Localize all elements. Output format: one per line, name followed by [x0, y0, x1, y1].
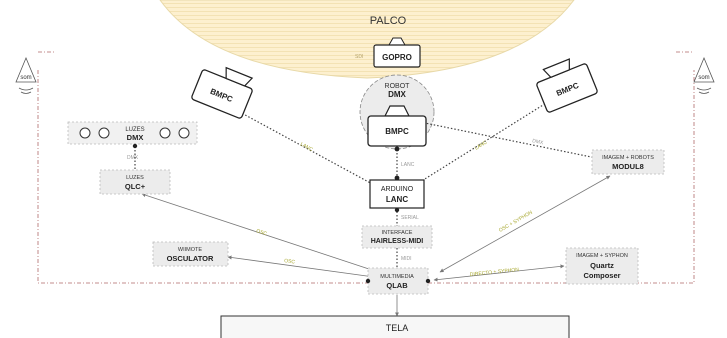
camera-bmpc-right: BMPC: [536, 58, 598, 113]
screen-tela: TELA: [220, 315, 570, 338]
label-lanc-right: LANC: [474, 139, 489, 151]
speaker-right-label: som: [698, 75, 709, 81]
edge-dmx-robot: [419, 121, 607, 161]
label-dmx-lights: DMX: [127, 155, 139, 161]
stage-area: [159, 0, 575, 79]
label-midi: MIDI: [401, 256, 412, 262]
label-osc-qlc: OSC: [255, 228, 268, 237]
node-qlab: MULTIMEDIA QLAB: [365, 267, 431, 295]
interface-line1: INTERFACE: [382, 230, 413, 236]
camera-bmpc-center: BMPC: [367, 105, 427, 152]
modul8-line1: IMAGEM + ROBOTS: [602, 155, 654, 161]
qlab-line1: MULTIMEDIA: [380, 274, 414, 280]
edge-lanc-right: [419, 99, 552, 183]
bmpc-center-label: BMPC: [385, 127, 409, 136]
speaker-left: som: [15, 56, 37, 94]
robot-line2: DMX: [388, 90, 406, 99]
label-osc-wiimote: OSC: [284, 258, 296, 266]
stage-label: PALCO: [370, 15, 407, 27]
edge-osc-syphon: [439, 175, 611, 273]
robot-line1: ROBOT: [385, 83, 411, 90]
quartz-line1: IMAGEM + SYPHON: [576, 253, 628, 259]
gopro-tag: SDI: [355, 54, 363, 60]
wiimote-line1: WIIMOTE: [178, 247, 202, 253]
qlc-line2: QLC+: [125, 182, 146, 191]
qlab-line2: QLAB: [386, 281, 408, 290]
node-interface: INTERFACE HAIRLESS-MIDI: [361, 225, 433, 249]
edge-osc-wiimote: [227, 255, 375, 278]
label-directo-syphon: DIRECTO + SYPHON: [470, 267, 520, 278]
tela-label: TELA: [386, 323, 409, 333]
node-arduino: ARDUINO LANC: [369, 175, 425, 213]
wiimote-line2: OSCULATOR: [167, 254, 214, 263]
quartz-line3: Composer: [583, 271, 620, 280]
node-wiimote: WIIMOTE OSCULATOR: [152, 241, 229, 267]
quartz-line2: Quartz: [590, 261, 614, 270]
arduino-line2: LANC: [386, 195, 408, 204]
gopro-label: GOPRO: [382, 53, 412, 62]
camera-gopro: GOPRO SDI: [355, 37, 421, 68]
node-modul8: IMAGEM + ROBOTS MODUL8: [591, 149, 665, 175]
arduino-line1: ARDUINO: [381, 186, 414, 193]
interface-line2: HAIRLESS-MIDI: [371, 238, 424, 245]
luzes-line1: LUZES: [125, 127, 144, 133]
camera-bmpc-left: BMPC: [191, 66, 254, 119]
edge-directo-syphon: [433, 264, 565, 282]
node-luzes-dmx: LUZES DMX: [67, 121, 198, 149]
label-lanc-center: LANC: [401, 162, 415, 168]
sound-loop-line: [37, 70, 695, 284]
modul8-line2: MODUL8: [612, 162, 644, 171]
edge-osc-qlc: [141, 193, 379, 273]
node-quartz: IMAGEM + SYPHON Quartz Composer: [565, 247, 639, 285]
label-dmx-robot: DMX: [532, 138, 545, 146]
label-serial: SERIAL: [401, 215, 419, 221]
luzes-line2: DMX: [127, 133, 144, 142]
speaker-left-label: som: [20, 75, 31, 81]
label-lanc-left: LANC: [299, 141, 314, 153]
speaker-right: som: [693, 56, 715, 94]
node-qlc: LUZES QLC+: [99, 169, 171, 195]
qlc-line1: LUZES: [126, 175, 144, 181]
